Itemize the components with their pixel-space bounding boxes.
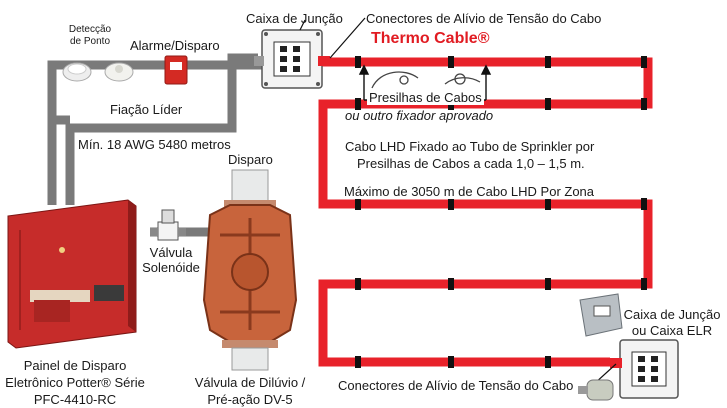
deluge-valve-line1: Válvula de Dilúvio / xyxy=(194,375,306,390)
junction-box-icon xyxy=(254,29,330,89)
other-fastener-label: ou outro fixador aprovado xyxy=(345,108,494,123)
elr-box-icon xyxy=(579,293,623,337)
panel-label-line2: Eletrônico Potter® Série xyxy=(5,375,145,390)
lhd-fixed-line2: Presilhas de Cabos a cada 1,0 – 1,5 m. xyxy=(357,156,585,171)
solenoid-valve-label: Válvula Solenóide xyxy=(142,245,200,275)
cable-clips-label: Presilhas de Cabos xyxy=(367,90,484,105)
thermo-cable-loop xyxy=(318,57,653,367)
junction-box-elr-line2: ou Caixa ELR xyxy=(631,323,713,338)
detection-point-label: Detecção de Ponto xyxy=(68,24,112,47)
min-awg-label: Mín. 18 AWG 5480 metros xyxy=(78,137,231,152)
pull-station-icon xyxy=(164,55,188,85)
junction-pointer-top xyxy=(299,19,306,31)
deluge-valve-icon xyxy=(202,169,298,371)
leader-wiring-label: Fiação Líder xyxy=(110,102,183,117)
smoke-detector-icon xyxy=(62,62,92,82)
panel-label-line1: Painel de Disparo xyxy=(23,358,127,373)
bottom-junction-box-icon xyxy=(610,339,679,399)
alarm-trigger-label: Alarme/Disparo xyxy=(130,38,220,53)
cable-clip-marks xyxy=(355,56,647,368)
lhd-fixed-line1: Cabo LHD Fixado ao Tubo de Sprinkler por xyxy=(345,139,595,154)
deluge-valve-line2: Pré-ação DV-5 xyxy=(207,392,293,407)
junction-box-elr-line1: Caixa de Junção xyxy=(623,307,721,322)
junction-box-top-label: Caixa de Junção xyxy=(246,11,343,26)
brand-logo: Thermo Cable® xyxy=(371,30,490,47)
solenoid-valve-icon xyxy=(150,209,186,241)
strain-relief-pointer-top xyxy=(329,17,366,59)
max-lhd-label: Máximo de 3050 m de Cabo LHD Por Zona xyxy=(342,184,597,199)
panel-label-line3: PFC-4410-RC xyxy=(33,392,117,407)
strain-relief-bottom-label: Conectores de Alívio de Tensão do Cabo xyxy=(338,378,574,393)
trigger-label: Disparo xyxy=(228,152,273,167)
control-panel-icon xyxy=(7,199,137,349)
strain-relief-top-label: Conectores de Alívio de Tensão do Cabo xyxy=(366,11,602,26)
cable-clip-icon xyxy=(371,71,481,89)
heat-detector-icon xyxy=(104,62,134,82)
connector-icon xyxy=(578,379,614,401)
